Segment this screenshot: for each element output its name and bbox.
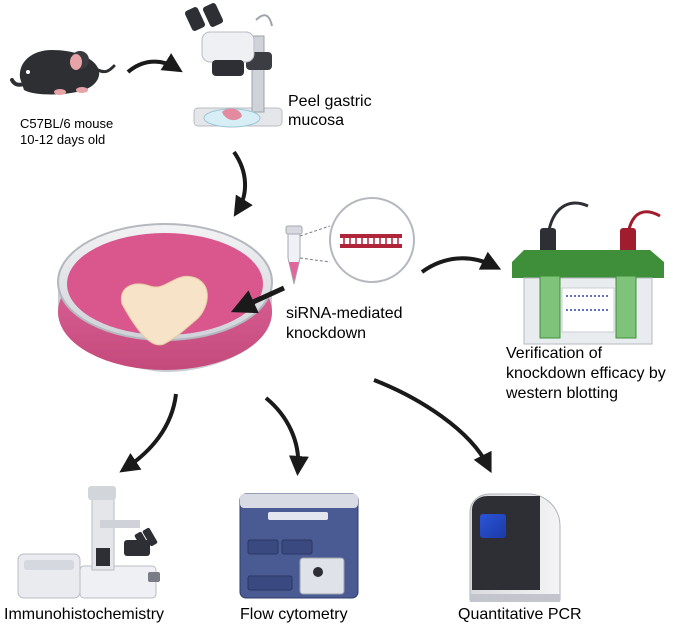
svg-text:knockdown: knockdown — [286, 325, 366, 342]
flow-label: Flow cytometry — [240, 606, 348, 623]
arrow-microscope-to-dish — [232, 150, 253, 217]
svg-text:mucosa: mucosa — [288, 112, 344, 129]
svg-text:Verification of: Verification of — [506, 345, 603, 362]
tissue-icon — [120, 275, 208, 346]
arrow-to-flow — [264, 396, 309, 476]
tube-icon — [285, 225, 303, 285]
western-blot-tank-icon — [512, 201, 664, 345]
svg-text:knockdown efficacy by: knockdown efficacy by — [506, 365, 666, 382]
sirna-zoom-icon — [299, 197, 415, 283]
qpcr-machine-icon — [469, 493, 561, 602]
ihc-label: Immunohistochemistry — [4, 606, 164, 623]
mouse-label: C57BL/6 mouse 10-12 days old — [20, 116, 113, 147]
svg-text:C57BL/6 mouse: C57BL/6 mouse — [20, 116, 113, 131]
flow-cytometer-icon — [239, 493, 359, 599]
petri-dish-icon — [57, 223, 273, 372]
peel-label: Peel gastric mucosa — [288, 93, 372, 129]
arrow-tube-to-dish — [230, 285, 286, 314]
arrow-mouse-to-microscope — [126, 53, 183, 74]
sirna-label: siRNA-mediated knockdown — [286, 305, 402, 342]
sirna-duplex-icon — [340, 234, 402, 248]
arrow-to-qpcr — [373, 378, 492, 474]
mouse-icon — [10, 50, 116, 95]
svg-text:western blotting: western blotting — [505, 385, 618, 402]
stereo-microscope-icon — [184, 3, 283, 128]
svg-text:10-12 days old: 10-12 days old — [20, 132, 105, 147]
inverted-microscope-icon — [17, 486, 160, 599]
western-label: Verification of knockdown efficacy by we… — [505, 345, 666, 402]
svg-text:Peel gastric: Peel gastric — [288, 93, 372, 110]
svg-text:siRNA-mediated: siRNA-mediated — [286, 305, 402, 322]
qpcr-label: Quantitative PCR — [458, 606, 582, 623]
arrow-to-ihc — [119, 393, 178, 473]
arrow-to-western — [420, 251, 502, 274]
